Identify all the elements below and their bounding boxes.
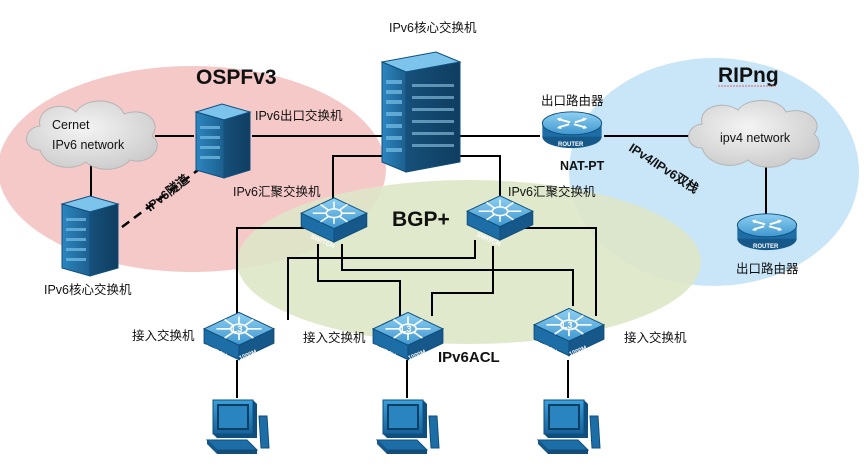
access-switch-2-label: 接入交换机 [303, 330, 366, 345]
exit-switch [194, 103, 252, 179]
ipv4-cloud-label: ipv4 network [720, 131, 791, 145]
nat-pt-label: NAT-PT [560, 159, 605, 173]
exit-switch-label: IPv6出口交换机 [255, 108, 343, 123]
access-switch-3-label: 接入交换机 [624, 330, 687, 345]
access-2-l3: L3 [401, 324, 412, 334]
core-switch-top-label: IPv6核心交换机 [389, 20, 477, 35]
pc-1 [206, 399, 270, 455]
tunnel-link [121, 169, 199, 228]
cernet-label-line2: IPv6 network [52, 138, 125, 152]
router-top: ROUTER [541, 110, 603, 150]
pc-3 [537, 399, 601, 455]
router-bottom-label: 出口路由器 [736, 261, 799, 276]
acl-zone-title: IPv6ACL [438, 349, 500, 366]
core-switch-top [380, 51, 462, 173]
ipv4-cloud: ipv4 network [688, 99, 820, 168]
access-switch-1-label: 接入交换机 [132, 328, 195, 343]
cernet-label-line1: Cernet [52, 118, 90, 132]
access-3-l3: L3 [562, 320, 573, 330]
cernet-cloud: Cernet IPv6 network [26, 100, 158, 170]
access-1-l3: L3 [232, 324, 243, 334]
ripng-zone-title: RIPng [718, 64, 779, 87]
core-switch-left [60, 195, 120, 277]
pc-2 [376, 399, 440, 455]
bgp-zone [237, 180, 701, 344]
bgp-zone-title: BGP+ [392, 208, 450, 231]
router-top-mark: ROUTER [558, 142, 584, 148]
router-bottom-mark: ROUTER [753, 244, 779, 250]
router-bottom: ROUTER [736, 212, 798, 252]
core-switch-left-label: IPv6核心交换机 [44, 282, 132, 297]
ospf-zone-title: OSPFv3 [196, 66, 277, 89]
links [90, 135, 767, 398]
agg-switch-right-label: IPv6汇聚交换机 [508, 184, 596, 199]
agg-switch-left-label: IPv6汇聚交换机 [233, 184, 321, 199]
access-switch-1: L3 SWITCH 1000M [203, 311, 275, 362]
router-top-label: 出口路由器 [541, 93, 604, 108]
